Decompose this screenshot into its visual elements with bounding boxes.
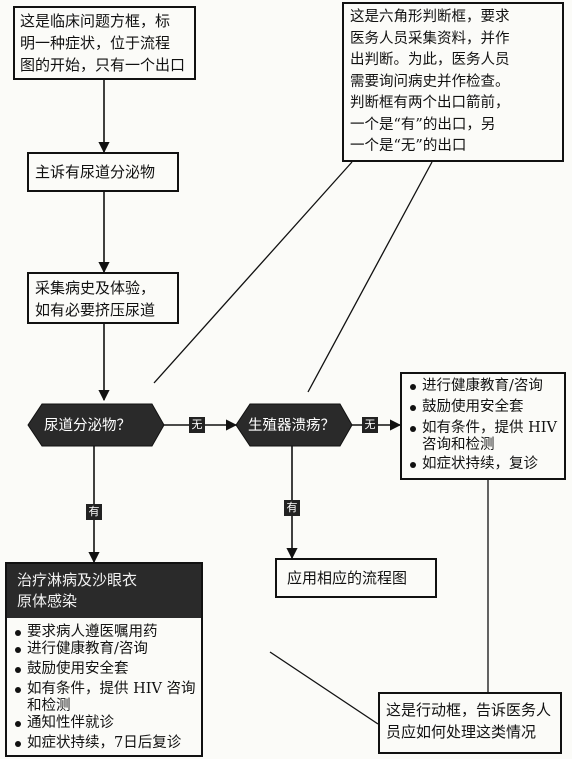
- chief-complaint-box: 主诉有尿道分泌物: [27, 152, 179, 192]
- history-exam-box: 采集病史及体验， 如有必要挤压尿道: [27, 272, 179, 324]
- yes-label: 有: [86, 504, 102, 520]
- decision1-label: 尿道分泌物？: [44, 418, 131, 434]
- decision-note-line: 这是六角形判断框，要求: [350, 9, 510, 25]
- chief-complaint-text: 主诉有尿道分泌物: [35, 163, 156, 181]
- action-note-line: 员应如何处理这类情况: [386, 723, 537, 741]
- decision-note-line: 出判断。为此，医务人员: [350, 52, 510, 68]
- treatment-item: 通知性伴就诊: [11, 715, 197, 732]
- action-note-line: 这是行动框，告诉医务人: [386, 701, 552, 719]
- treatment-box: 治疗淋病及沙眼衣 原体感染 要求病人遵医嘱用药 进行健康教育/咨询 鼓励使用安全…: [5, 562, 203, 757]
- education-box: 进行健康教育/咨询 鼓励使用安全套 如有条件，提供 HIV 咨询和检测 如症状持…: [400, 372, 566, 480]
- decision-note-line: 一个是“有”的出口，另: [350, 116, 496, 133]
- decision-note-line: 需要询问病史并作检查。: [350, 73, 510, 90]
- education-item: 鼓励使用安全套: [406, 399, 560, 416]
- treatment-header: 治疗淋病及沙眼衣 原体感染: [7, 564, 201, 618]
- decision-note-line: 一个是“无”的出口: [350, 138, 467, 154]
- history-exam-line: 如有必要挤压尿道: [35, 301, 156, 319]
- treatment-header-line: 原体感染: [17, 592, 78, 610]
- decision-note-box: 这是六角形判断框，要求 医务人员采集资料，并作 出判断。为此，医务人员 需要询问…: [342, 2, 564, 162]
- education-item: 进行健康教育/咨询: [406, 378, 560, 395]
- action-note-box: 这是行动框，告诉医务人 员应如何处理这类情况: [378, 692, 562, 754]
- start-note-line: 图的开始，只有一个出口: [20, 56, 186, 74]
- treatment-header-line: 治疗淋病及沙眼衣: [17, 571, 138, 589]
- decision2-hexagon: [235, 403, 353, 447]
- treatment-item: 如有条件，提供 HIV 咨询和检测: [11, 681, 197, 715]
- history-exam-line: 采集病史及体验，: [35, 279, 156, 297]
- start-note-line: 这是临床问题方框，标: [20, 12, 171, 30]
- start-note-box: 这是临床问题方框，标 明一种症状，位于流程 图的开始，只有一个出口: [13, 6, 196, 80]
- decision1-hexagon: [27, 403, 165, 447]
- treatment-item: 如症状持续，7日后复诊: [11, 735, 197, 752]
- decision-note-line: 判断框有两个出口箭前，: [350, 95, 510, 111]
- yes-label: 有: [284, 500, 300, 516]
- decision-note-line: 医务人员采集资料，并作: [350, 30, 510, 47]
- no-label: 无: [189, 417, 205, 433]
- decision2-label: 生殖器溃疡？: [248, 418, 335, 434]
- apply-flowchart-text: 应用相应的流程图: [287, 569, 408, 587]
- apply-flowchart-box: 应用相应的流程图: [275, 558, 437, 598]
- treatment-item: 鼓励使用安全套: [11, 661, 197, 678]
- education-item: 如症状持续，复诊: [406, 456, 560, 473]
- education-item: 如有条件，提供 HIV 咨询和检测: [406, 420, 560, 454]
- no-label: 无: [362, 417, 378, 433]
- treatment-item: 要求病人遵医嘱用药: [11, 624, 197, 641]
- start-note-line: 明一种症状，位于流程: [20, 34, 171, 52]
- treatment-item: 进行健康教育/咨询: [11, 641, 197, 658]
